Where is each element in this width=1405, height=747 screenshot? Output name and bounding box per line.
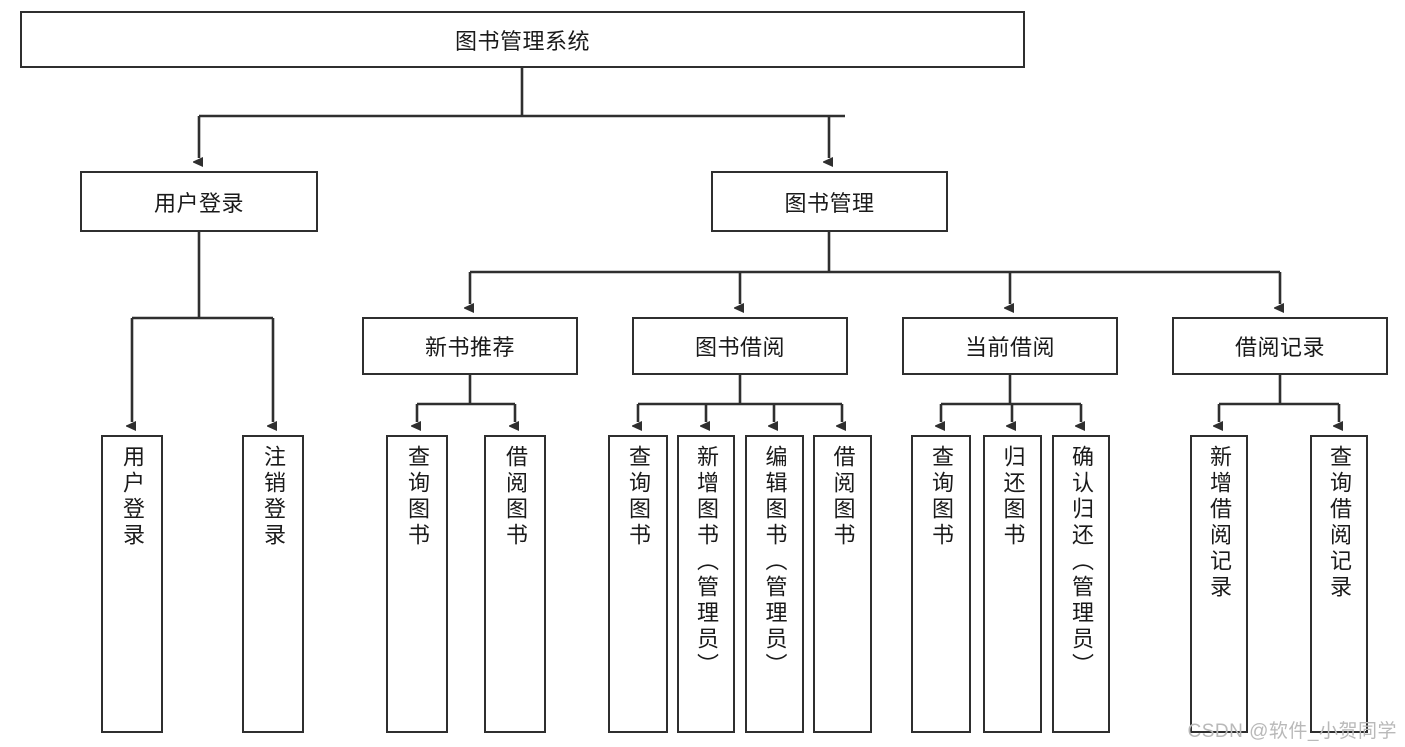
leaf-query-record-label: 查询借阅记录	[1327, 445, 1352, 601]
leaf-return-book-label: 归还图书	[1000, 445, 1026, 549]
leaf-query-record[interactable]: 查询借阅记录	[1310, 435, 1368, 733]
leaf-user-logout-label: 注销登录	[261, 445, 286, 549]
leaf-query-book-borrow[interactable]: 查询图书	[608, 435, 668, 733]
leaf-add-book-label: 新增图书（管理员）	[694, 445, 719, 679]
leaf-query-book-current[interactable]: 查询图书	[911, 435, 971, 733]
node-book-manage-label: 图书管理	[784, 190, 875, 216]
node-book-manage[interactable]: 图书管理	[711, 171, 948, 232]
node-borrow-record[interactable]: 借阅记录	[1172, 317, 1388, 375]
leaf-borrow-book-rec[interactable]: 借阅图书	[484, 435, 546, 733]
leaf-query-book-borrow-label: 查询图书	[626, 445, 651, 549]
leaf-confirm-return[interactable]: 确认归还（管理员）	[1052, 435, 1110, 733]
leaf-borrow-book-label: 借阅图书	[830, 445, 856, 549]
leaf-add-record[interactable]: 新增借阅记录	[1190, 435, 1248, 733]
leaf-query-book-current-label: 查询图书	[929, 445, 954, 549]
node-new-book-recommend-label: 新书推荐	[424, 335, 515, 360]
csdn-watermark: CSDN @软件_小贺同学	[1187, 721, 1397, 742]
leaf-edit-book-label: 编辑图书（管理员）	[762, 445, 788, 679]
node-book-borrow[interactable]: 图书借阅	[632, 317, 848, 375]
node-book-borrow-label: 图书借阅	[694, 335, 785, 360]
leaf-borrow-book[interactable]: 借阅图书	[813, 435, 872, 733]
node-current-borrow-label: 当前借阅	[964, 335, 1055, 360]
node-borrow-record-label: 借阅记录	[1234, 335, 1325, 360]
node-root-label: 图书管理系统	[454, 28, 590, 54]
leaf-user-logout[interactable]: 注销登录	[242, 435, 304, 733]
leaf-user-login-label: 用户登录	[120, 445, 145, 549]
leaf-add-record-label: 新增借阅记录	[1207, 445, 1232, 601]
leaf-add-book[interactable]: 新增图书（管理员）	[677, 435, 735, 733]
node-new-book-recommend[interactable]: 新书推荐	[362, 317, 578, 375]
node-current-borrow[interactable]: 当前借阅	[902, 317, 1118, 375]
node-root[interactable]: 图书管理系统	[20, 11, 1025, 68]
leaf-borrow-book-rec-label: 借阅图书	[503, 445, 528, 549]
node-user-login-label: 用户登录	[153, 190, 244, 216]
leaf-user-login[interactable]: 用户登录	[101, 435, 163, 733]
node-user-login[interactable]: 用户登录	[80, 171, 318, 232]
leaf-edit-book[interactable]: 编辑图书（管理员）	[745, 435, 804, 733]
leaf-return-book[interactable]: 归还图书	[983, 435, 1042, 733]
leaf-query-book-rec-label: 查询图书	[405, 445, 430, 549]
leaf-confirm-return-label: 确认归还（管理员）	[1069, 445, 1094, 679]
leaf-query-book-rec[interactable]: 查询图书	[386, 435, 448, 733]
